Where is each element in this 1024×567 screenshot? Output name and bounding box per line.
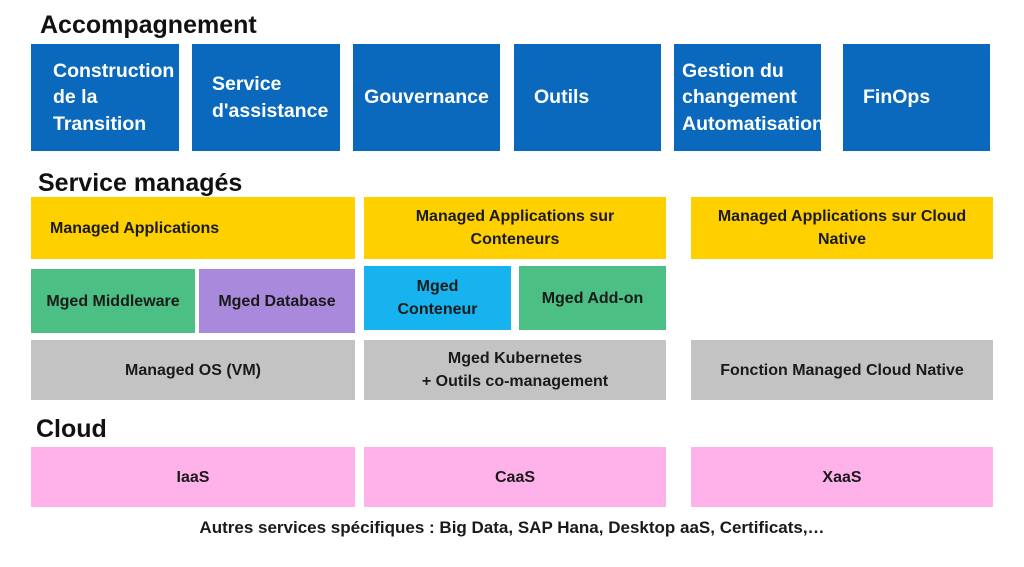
box-managed-os-vm-label: Managed OS (VM) (124, 361, 261, 379)
box-gouvernance: Gouvernance (353, 44, 500, 151)
box-service-assistance: Service d'assistance (192, 44, 340, 151)
box-gouvernance-label: Gouvernance (364, 86, 489, 109)
box-outils: Outils (514, 44, 661, 151)
box-managed-os-vm: Managed OS (VM) (31, 340, 355, 400)
section-title-cloud: Cloud (36, 415, 107, 443)
box-managed-applications-cloud-native-label: Managed Applications sur Cloud Native (717, 208, 967, 248)
box-mged-conteneur: Mged Conteneur (364, 266, 511, 330)
box-gestion-changement: Gestion du changement Automatisation (674, 44, 821, 151)
box-service-assistance-label: Service d'assistance (212, 73, 329, 122)
box-fonction-managed-cloud-native-label: Fonction Managed Cloud Native (720, 361, 964, 379)
box-mged-kubernetes: Mged Kubernetes + Outils co-management (364, 340, 666, 400)
box-gestion-changement-label: Gestion du changement Automatisation (682, 59, 821, 135)
box-managed-applications-cloud-native: Managed Applications sur Cloud Native (691, 197, 993, 259)
box-xaas-label: XaaS (822, 468, 862, 486)
box-mged-middleware: Mged Middleware (31, 269, 195, 333)
box-outils-label: Outils (534, 86, 590, 109)
box-managed-applications-conteneurs: Managed Applications sur Conteneurs (364, 197, 666, 259)
box-finops: FinOps (843, 44, 990, 151)
box-mged-database-label: Mged Database (218, 292, 336, 310)
box-mged-conteneur-label: Mged Conteneur (397, 278, 478, 318)
box-finops-label: FinOps (863, 86, 931, 109)
footer-note: Autres services spécifiques : Big Data, … (199, 518, 825, 537)
box-caas-label: CaaS (494, 468, 536, 486)
box-mged-middleware-label: Mged Middleware (46, 292, 180, 310)
box-managed-applications-label: Managed Applications (50, 219, 220, 237)
box-fonction-managed-cloud-native: Fonction Managed Cloud Native (691, 340, 993, 400)
box-iaas-label: IaaS (176, 468, 210, 486)
box-mged-database: Mged Database (199, 269, 355, 333)
box-construction-transition-label: Construction de la Transition (53, 59, 175, 135)
box-xaas: XaaS (691, 447, 993, 507)
box-managed-applications-conteneurs-label: Managed Applications sur Conteneurs (415, 208, 615, 248)
box-managed-applications: Managed Applications (31, 197, 355, 259)
box-caas: CaaS (364, 447, 666, 507)
box-iaas: IaaS (31, 447, 355, 507)
box-mged-kubernetes-label: Mged Kubernetes + Outils co-management (421, 350, 609, 390)
box-mged-addon-label: Mged Add-on (541, 289, 644, 307)
section-title-accompagnement: Accompagnement (40, 11, 257, 39)
box-construction-transition: Construction de la Transition (31, 44, 179, 151)
box-mged-addon: Mged Add-on (519, 266, 666, 330)
section-title-service-manages: Service managés (38, 169, 243, 197)
